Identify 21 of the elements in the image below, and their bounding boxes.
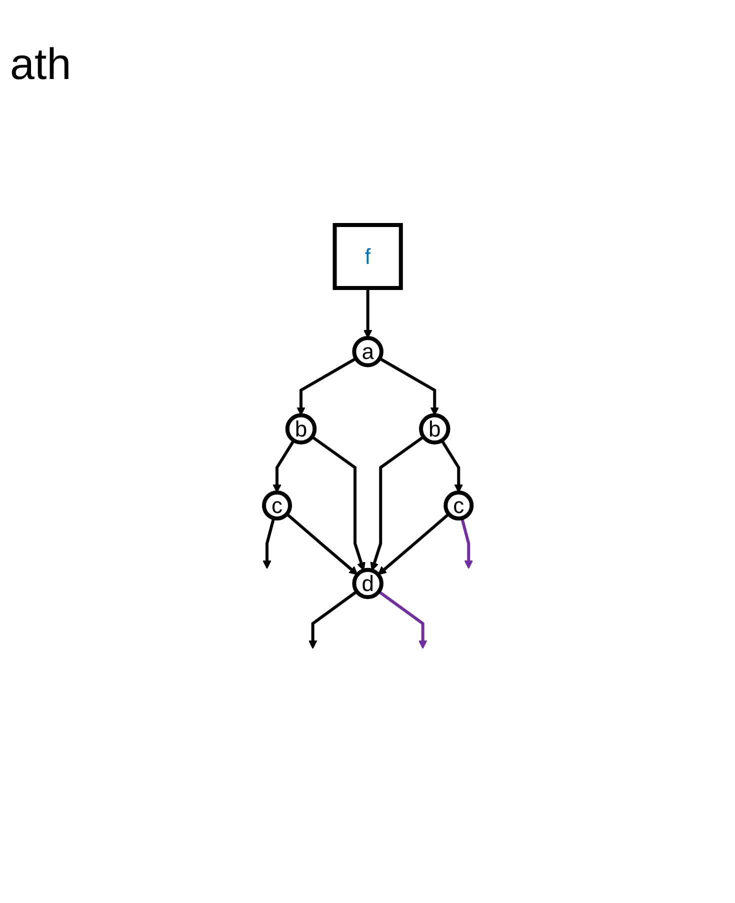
- arrow: [377, 512, 450, 575]
- node-circle: b: [418, 413, 450, 444]
- arrow: [363, 288, 372, 338]
- arrow: [286, 512, 358, 575]
- arrow: [440, 439, 463, 493]
- arrow: [310, 435, 366, 571]
- arrow: [370, 435, 424, 571]
- arrow: [378, 590, 427, 649]
- heading-text: ath: [10, 40, 72, 90]
- arrow: [296, 356, 356, 416]
- node-circle: a: [352, 336, 384, 367]
- node-circle: b: [285, 413, 316, 444]
- arrow: [262, 517, 275, 569]
- node-circle: c: [443, 490, 474, 520]
- node-circle: c: [262, 490, 292, 520]
- node-box: f: [332, 222, 403, 290]
- arrow: [460, 517, 473, 569]
- arrow: [272, 439, 295, 493]
- arrow: [378, 356, 439, 416]
- arrow: [308, 590, 358, 649]
- node-circle: d: [352, 568, 384, 599]
